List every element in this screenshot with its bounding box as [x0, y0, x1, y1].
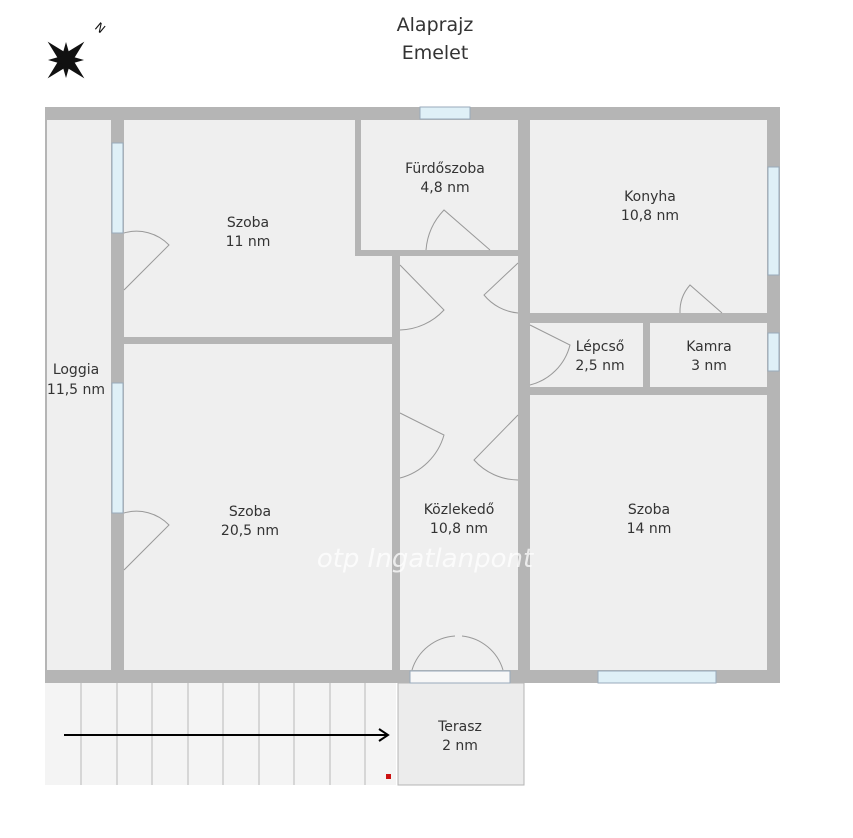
room-area: 2,5 nm: [575, 358, 624, 374]
room-loggia: [47, 120, 111, 670]
room-kamra: [650, 323, 767, 387]
watermark: otp Ingatlanpont: [317, 544, 534, 574]
room-area: 14 nm: [627, 521, 672, 537]
room-name: Szoba: [229, 504, 271, 520]
room-area: 10,8 nm: [430, 521, 488, 537]
room-name: Loggia: [53, 362, 99, 378]
compass-north-label: N: [92, 20, 108, 36]
plan-title: Alaprajz: [396, 14, 474, 36]
room-area: 11 nm: [226, 234, 271, 250]
room-name: Lépcső: [576, 339, 625, 355]
marker: [386, 774, 391, 779]
room-area: 10,8 nm: [621, 208, 679, 224]
room-name: Szoba: [628, 502, 670, 518]
room-name: Konyha: [624, 189, 676, 205]
room-szoba-14: [530, 395, 767, 670]
doors: [123, 209, 723, 671]
room-name: Szoba: [227, 215, 269, 231]
room-name: Kamra: [686, 339, 732, 355]
room-szoba-11: [124, 120, 392, 337]
windows: [111, 106, 780, 684]
room-name: Terasz: [437, 719, 482, 735]
room-name: Fürdőszoba: [405, 161, 485, 177]
room-terasz: [397, 682, 525, 786]
room-area: 2 nm: [442, 738, 478, 754]
room-konyha: [530, 120, 767, 313]
room-furdoszoba: [361, 120, 518, 250]
room-area: 11,5 nm: [47, 382, 105, 398]
compass-icon: N: [47, 20, 108, 79]
room-area: 3 nm: [691, 358, 727, 374]
room-area: 4,8 nm: [420, 180, 469, 196]
plan-subtitle: Emelet: [401, 42, 469, 64]
room-area: 20,5 nm: [221, 523, 279, 539]
room-name: Közlekedő: [424, 502, 495, 518]
room-kozlekedo: [400, 256, 518, 670]
staircase: [45, 683, 396, 785]
room-labels: Loggia 11,5 nm Szoba 11 nm Fürdőszoba 4,…: [47, 161, 732, 754]
room-szoba-20: [124, 344, 392, 670]
